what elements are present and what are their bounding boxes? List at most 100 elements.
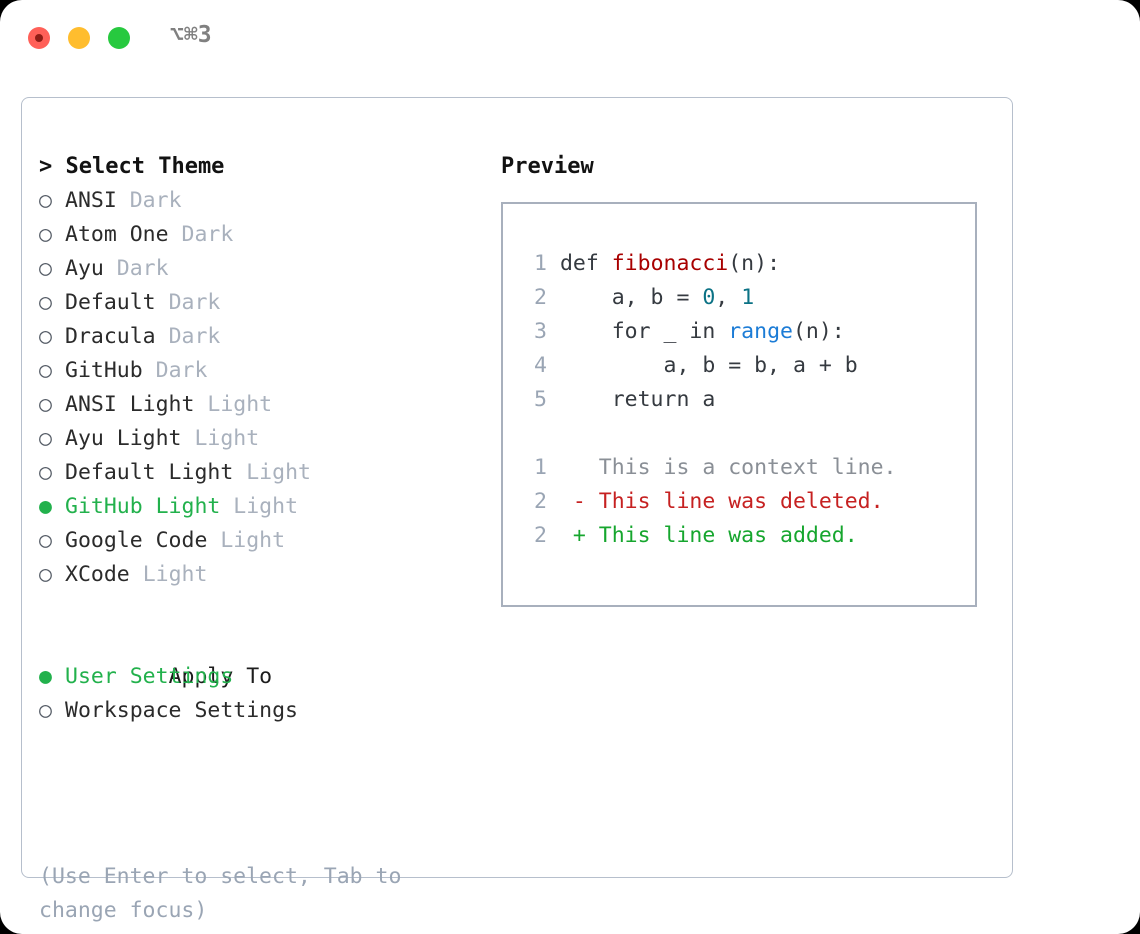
theme-name-gap xyxy=(130,562,143,587)
apply-to-heading-label: Apply To xyxy=(168,664,273,689)
theme-list-item[interactable]: ○ ANSI Light Light xyxy=(39,388,479,422)
theme-name: Ayu xyxy=(65,256,104,281)
theme-list-item[interactable]: ○ Google Code Light xyxy=(39,524,479,558)
theme-name: Google Code xyxy=(65,528,208,553)
theme-variant-label: Light xyxy=(142,562,208,587)
radio-unselected-icon[interactable]: ○ xyxy=(39,358,52,383)
radio-selected-icon[interactable]: ● xyxy=(39,494,52,519)
radio-unselected-icon[interactable]: ○ xyxy=(39,460,52,485)
theme-name: Ayu Light xyxy=(65,426,182,451)
preview-column: Preview xyxy=(501,150,594,184)
theme-name-gap xyxy=(207,528,220,553)
diff-line: 2 - This line was deleted. xyxy=(523,485,897,519)
code-token: fibonacci xyxy=(611,251,729,276)
line-number: 2 xyxy=(534,523,547,548)
code-blank-line xyxy=(523,417,897,451)
line-number: 2 xyxy=(534,285,547,310)
code-token: range xyxy=(728,319,793,344)
maximize-button[interactable] xyxy=(108,27,130,49)
code-line: 3 for _ in range(n): xyxy=(523,315,897,349)
list-spacer xyxy=(39,592,479,626)
keyboard-hint: (Use Enter to select, Tab to change focu… xyxy=(39,864,402,923)
apply-to-label: Workspace Settings xyxy=(65,698,298,723)
apply-to-item[interactable]: ○ Workspace Settings xyxy=(39,694,479,728)
theme-list-column: > Select Theme ○ANSI Dark○Atom One Dark○… xyxy=(39,150,479,728)
code-token: a, b = xyxy=(559,285,703,310)
code-line: 2 a, b = 0, 1 xyxy=(523,281,897,315)
code-token: a, b = b, a + b xyxy=(559,353,858,378)
keyboard-shortcut-label: ⌥⌘3 xyxy=(170,22,212,48)
radio-selected-icon[interactable]: ● xyxy=(39,664,52,689)
code-token: (n): xyxy=(792,319,845,344)
theme-name-gap xyxy=(117,188,130,213)
theme-list-item[interactable]: ○ANSI Dark xyxy=(39,184,479,218)
theme-name: XCode xyxy=(65,562,130,587)
theme-variant-label: Dark xyxy=(181,222,234,247)
theme-name-gap xyxy=(233,460,246,485)
radio-unselected-icon[interactable]: ○ xyxy=(39,528,52,553)
theme-list-item[interactable]: ○Dracula Dark xyxy=(39,320,479,354)
apply-to-label: User Settings xyxy=(65,664,234,689)
diff-text: This line was deleted. xyxy=(585,489,884,514)
diff-sign: - xyxy=(572,489,586,514)
theme-variant-label: Dark xyxy=(129,188,182,213)
theme-list-item[interactable]: ○Default Light Light xyxy=(39,456,479,490)
code-token: def xyxy=(559,251,612,276)
apply-to-item[interactable]: ● User Settings xyxy=(39,660,479,694)
radio-unselected-icon[interactable]: ○ xyxy=(39,290,52,315)
radio-unselected-icon[interactable]: ○ xyxy=(39,698,52,723)
theme-list-item[interactable]: ○ Atom One Dark xyxy=(39,218,479,252)
radio-unselected-icon[interactable]: ○ xyxy=(39,188,52,213)
radio-unselected-icon[interactable]: ○ xyxy=(39,222,52,247)
theme-name-gap xyxy=(156,290,169,315)
theme-variant-label: Light xyxy=(194,426,260,451)
theme-list-item[interactable]: ○Ayu Dark xyxy=(39,252,479,286)
diff-text: This line was added. xyxy=(585,523,858,548)
radio-unselected-icon[interactable]: ○ xyxy=(39,324,52,349)
code-line: 5 return a xyxy=(523,383,897,417)
theme-name-gap xyxy=(143,358,156,383)
theme-variant-label: Light xyxy=(233,494,299,519)
line-number: 1 xyxy=(534,251,547,276)
radio-unselected-icon[interactable]: ○ xyxy=(39,562,52,587)
radio-unselected-icon[interactable]: ○ xyxy=(39,256,52,281)
theme-list-item[interactable]: ○Default Dark xyxy=(39,286,479,320)
theme-variant-label: Dark xyxy=(155,358,208,383)
apply-to-list[interactable]: ● User Settings ○ Workspace Settings xyxy=(39,660,479,728)
theme-variant-label: Light xyxy=(220,528,286,553)
line-number: 2 xyxy=(534,489,547,514)
theme-list-item[interactable]: ○ XCode Light xyxy=(39,558,479,592)
line-number: 1 xyxy=(534,455,547,480)
line-number: 4 xyxy=(534,353,547,378)
theme-name: ANSI Light xyxy=(65,392,195,417)
theme-list[interactable]: ○ANSI Dark○Atom One Dark○Ayu Dark○Defaul… xyxy=(39,184,479,592)
theme-name-gap xyxy=(182,426,195,451)
code-token: (n): xyxy=(728,251,781,276)
diff-text: This is a context line. xyxy=(585,455,897,480)
code-line: 1 def fibonacci(n): xyxy=(523,247,897,281)
theme-name: GitHub Light xyxy=(65,494,221,519)
theme-name: Atom One xyxy=(65,222,169,247)
code-token: return a xyxy=(559,387,716,412)
apply-to-heading: Apply To xyxy=(39,626,479,689)
close-button[interactable] xyxy=(28,27,50,49)
code-token: for _ in xyxy=(559,319,729,344)
theme-list-item[interactable]: ○GitHub Dark xyxy=(39,354,479,388)
theme-variant-label: Light xyxy=(207,392,273,417)
code-token: 1 xyxy=(741,285,755,310)
radio-unselected-icon[interactable]: ○ xyxy=(39,426,52,451)
theme-variant-label: Dark xyxy=(168,324,221,349)
theme-variant-label: Dark xyxy=(168,290,221,315)
radio-unselected-icon[interactable]: ○ xyxy=(39,392,52,417)
theme-name-gap xyxy=(169,222,182,247)
theme-name: Default Light xyxy=(65,460,234,485)
theme-list-item[interactable]: ● GitHub Light Light xyxy=(39,490,479,524)
line-number: 5 xyxy=(534,387,547,412)
theme-list-item[interactable]: ○ Ayu Light Light xyxy=(39,422,479,456)
code-line: 4 a, b = b, a + b xyxy=(523,349,897,383)
theme-name-gap xyxy=(220,494,233,519)
minimize-button[interactable] xyxy=(68,27,90,49)
